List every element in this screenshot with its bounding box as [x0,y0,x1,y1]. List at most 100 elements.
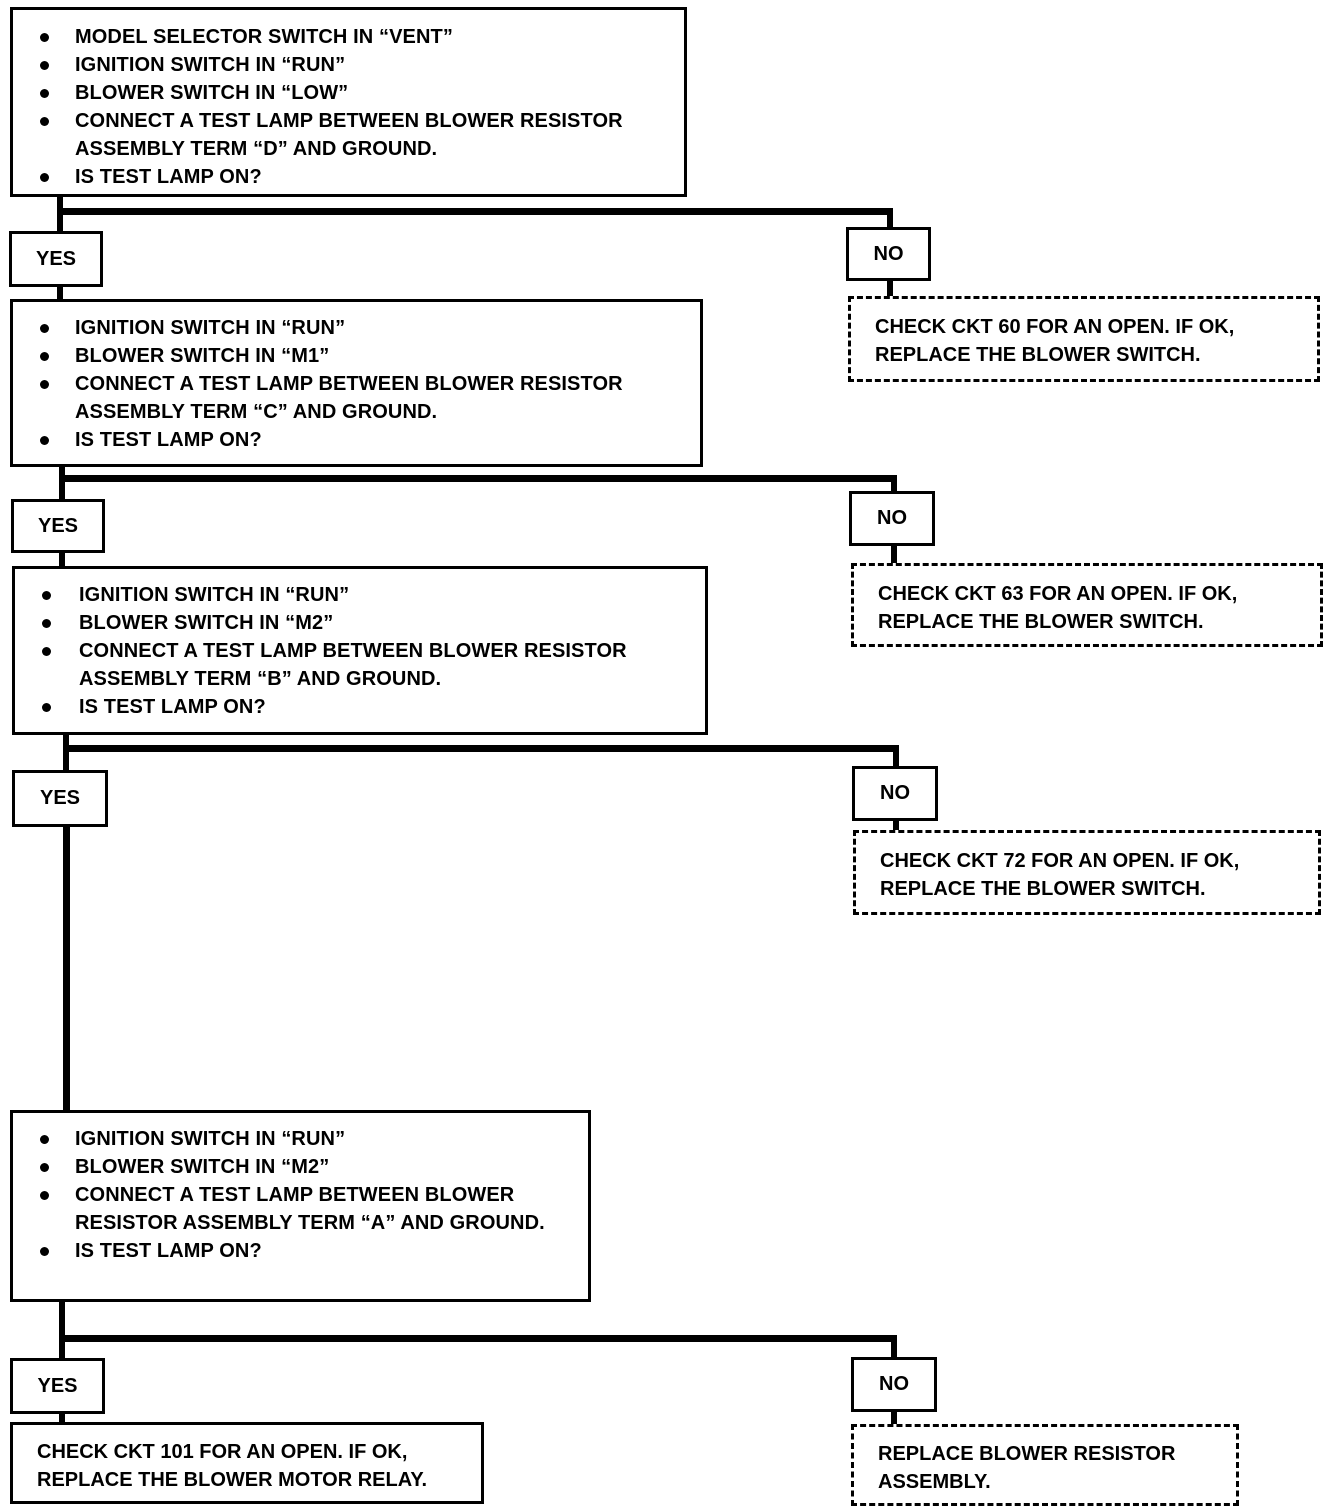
step-text: IGNITION SWITCH IN “RUN” [75,54,346,76]
no-action-box-2: CHECK CKT 63 FOR AN OPEN. IF OK, REPLACE… [851,563,1323,647]
step-item: BLOWER SWITCH IN “LOW” [13,79,684,107]
connector-line [59,1335,897,1342]
bullet-icon [40,89,49,98]
step-text: CONNECT A TEST LAMP BETWEEN BLOWER RESIS… [75,373,623,423]
connector-line [887,208,893,228]
bullet-icon [40,436,49,445]
step-text: BLOWER SWITCH IN “M2” [79,612,334,634]
step-item: IS TEST LAMP ON? [13,426,700,454]
bullet-icon [40,117,49,126]
connector-line [893,745,899,767]
bullet-icon [42,703,51,712]
step-list: MODEL SELECTOR SWITCH IN “VENT” IGNITION… [13,23,684,191]
step-text: MODEL SELECTOR SWITCH IN “VENT” [75,26,453,48]
connector-line [891,1335,897,1358]
no-action-box-1: CHECK CKT 60 FOR AN OPEN. IF OK, REPLACE… [848,296,1320,382]
no-action-box-3: CHECK CKT 72 FOR AN OPEN. IF OK, REPLACE… [853,830,1321,915]
action-text-line: REPLACE BLOWER RESISTOR [878,1443,1176,1465]
step-item: IGNITION SWITCH IN “RUN” [13,314,700,342]
step-item: CONNECT A TEST LAMP BETWEEN BLOWER RESIS… [13,1181,588,1237]
bullet-icon [42,647,51,656]
step-item: IS TEST LAMP ON? [15,693,705,721]
action-text-line: ASSEMBLY. [878,1471,991,1493]
connector-line [59,475,897,482]
connector-line [63,825,70,1112]
yes-label-2: YES [11,499,105,553]
step-text: CONNECT A TEST LAMP BETWEEN BLOWER RESIS… [75,1184,545,1234]
yes-label-3: YES [12,770,108,827]
action-text-line: CHECK CKT 72 FOR AN OPEN. IF OK, [880,850,1240,872]
step-item: IGNITION SWITCH IN “RUN” [15,581,705,609]
step-item: IS TEST LAMP ON? [13,1237,588,1265]
step-box-4: IGNITION SWITCH IN “RUN” BLOWER SWITCH I… [10,1110,591,1302]
connector-line [57,285,63,301]
action-text-line: CHECK CKT 101 FOR AN OPEN. IF OK, [37,1441,408,1463]
step-item: CONNECT A TEST LAMP BETWEEN BLOWER RESIS… [13,107,684,163]
connector-line [59,1299,65,1359]
connector-line [891,1410,897,1426]
bullet-icon [40,1191,49,1200]
connector-line [893,819,899,833]
bullet-icon [40,352,49,361]
step-item: IGNITION SWITCH IN “RUN” [13,51,684,79]
action-text-line: REPLACE THE BLOWER MOTOR RELAY. [37,1469,428,1491]
connector-line [59,1411,65,1424]
step-list: IGNITION SWITCH IN “RUN” BLOWER SWITCH I… [13,1125,588,1265]
bullet-icon [40,324,49,333]
step-text: IS TEST LAMP ON? [75,1240,262,1262]
connector-line [63,745,899,752]
no-action-box-4: REPLACE BLOWER RESISTOR ASSEMBLY. [851,1424,1239,1506]
step-item: IS TEST LAMP ON? [13,163,684,191]
connector-line [59,551,65,568]
step-item: CONNECT A TEST LAMP BETWEEN BLOWER RESIS… [13,370,700,426]
step-text: IS TEST LAMP ON? [75,429,262,451]
action-text-line: REPLACE THE BLOWER SWITCH. [878,611,1204,633]
step-text: IGNITION SWITCH IN “RUN” [75,1128,346,1150]
no-label-2: NO [849,491,935,546]
action-text-line: CHECK CKT 60 FOR AN OPEN. IF OK, [875,316,1235,338]
step-box-2: IGNITION SWITCH IN “RUN” BLOWER SWITCH I… [10,299,703,467]
no-label-4: NO [851,1357,937,1412]
step-item: BLOWER SWITCH IN “M1” [13,342,700,370]
no-label-3: NO [852,766,938,821]
step-item: BLOWER SWITCH IN “M2” [13,1153,588,1181]
step-item: IGNITION SWITCH IN “RUN” [13,1125,588,1153]
step-text: CONNECT A TEST LAMP BETWEEN BLOWER RESIS… [79,640,627,690]
action-text-line: CHECK CKT 63 FOR AN OPEN. IF OK, [878,583,1238,605]
step-list: IGNITION SWITCH IN “RUN” BLOWER SWITCH I… [15,581,705,721]
connector-line [887,277,893,297]
step-list: IGNITION SWITCH IN “RUN” BLOWER SWITCH I… [13,314,700,454]
bullet-icon [40,1163,49,1172]
step-box-1: MODEL SELECTOR SWITCH IN “VENT” IGNITION… [10,7,687,197]
bullet-icon [40,61,49,70]
bullet-icon [40,173,49,182]
step-item: MODEL SELECTOR SWITCH IN “VENT” [13,23,684,51]
connector-line [891,475,897,492]
step-text: BLOWER SWITCH IN “M1” [75,345,330,367]
step-box-3: IGNITION SWITCH IN “RUN” BLOWER SWITCH I… [12,566,708,735]
yes-label-1: YES [9,231,103,287]
step-item: CONNECT A TEST LAMP BETWEEN BLOWER RESIS… [15,637,705,693]
bullet-icon [40,380,49,389]
bullet-icon [40,1135,49,1144]
step-text: IGNITION SWITCH IN “RUN” [75,317,346,339]
action-text-line: REPLACE THE BLOWER SWITCH. [880,878,1206,900]
step-text: BLOWER SWITCH IN “M2” [75,1156,330,1178]
yes-label-4: YES [10,1358,105,1414]
step-text: IS TEST LAMP ON? [75,166,262,188]
connector-line [891,544,897,565]
no-label-1: NO [846,227,931,281]
step-text: IGNITION SWITCH IN “RUN” [79,584,350,606]
connector-line [57,208,893,215]
bullet-icon [42,591,51,600]
step-item: BLOWER SWITCH IN “M2” [15,609,705,637]
bullet-icon [42,619,51,628]
yes-action-box-4: CHECK CKT 101 FOR AN OPEN. IF OK, REPLAC… [10,1422,484,1504]
step-text: BLOWER SWITCH IN “LOW” [75,82,349,104]
step-text: CONNECT A TEST LAMP BETWEEN BLOWER RESIS… [75,110,623,160]
step-text: IS TEST LAMP ON? [79,696,266,718]
action-text-line: REPLACE THE BLOWER SWITCH. [875,344,1201,366]
connector-line [59,464,65,501]
bullet-icon [40,33,49,42]
